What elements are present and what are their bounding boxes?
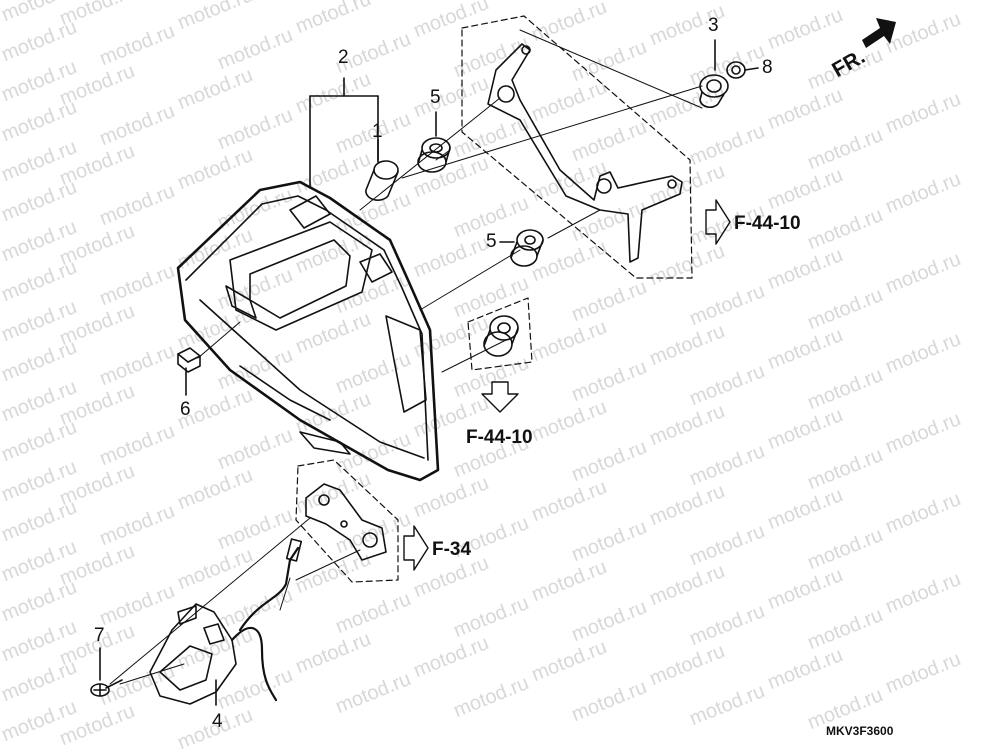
dashed-group-grommet [467,297,533,371]
callout-part-5-upper: 5 [430,87,441,108]
screw-part-7 [90,679,123,697]
dashed-group-bracket-lower [295,459,399,583]
dashed-group-bracket-upper [461,15,693,279]
mounting-bracket-lower [305,483,387,561]
license-light-part-4 [149,538,303,705]
reference-link-upper[interactable]: F-44-10 [734,213,801,234]
front-direction-icon [862,18,896,48]
grommet-part-5-upper [417,137,451,173]
callout-part-1: 1 [372,121,383,142]
callout-part-2: 2 [338,47,349,68]
grommet-reference [483,315,519,357]
collar-part-3 [699,74,729,109]
ref-arrow-lower-icon [481,381,519,413]
callout-part-6: 6 [180,399,191,420]
grommet-part-5-lower [510,229,544,267]
callout-part-4: 4 [212,711,223,732]
clip-part-6 [177,347,201,373]
nut-part-8 [726,61,746,79]
light-housing [176,180,440,482]
callout-part-7: 7 [94,625,105,646]
collar-part-1 [365,160,399,201]
ref-arrow-bracket-icon [403,525,429,571]
ref-arrow-upper-icon [705,199,731,245]
callout-part-5-lower: 5 [486,231,497,252]
diagram-code: MKV3F3600 [826,724,894,738]
mounting-bracket-upper [487,43,683,263]
callout-part-8: 8 [762,57,773,78]
reference-link-lower[interactable]: F-44-10 [466,427,533,448]
reference-link-bracket[interactable]: F-34 [432,539,472,560]
callout-part-3: 3 [708,15,719,36]
